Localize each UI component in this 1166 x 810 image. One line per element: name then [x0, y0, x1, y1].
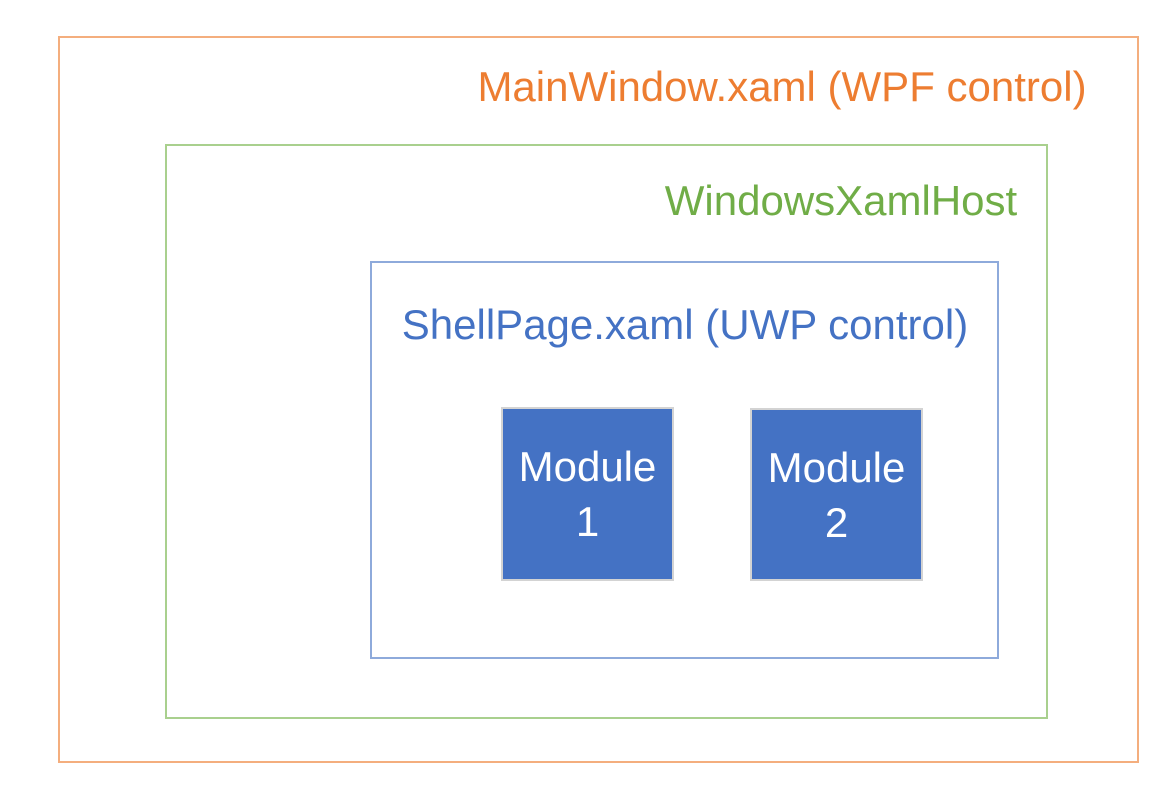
module-2-box: Module 2	[750, 408, 923, 581]
module-1-name: Module	[518, 443, 657, 490]
module-1-box: Module 1	[501, 407, 674, 581]
module-1-number: 1	[575, 498, 600, 545]
module-2-name: Module	[767, 443, 906, 491]
mainwindow-wpf-box: MainWindow.xaml (WPF control) WindowsXam…	[58, 36, 1139, 763]
shellpage-uwp-label: ShellPage.xaml (UWP control)	[401, 301, 969, 348]
shellpage-uwp-box: ShellPage.xaml (UWP control) Module 1 Mo…	[370, 261, 999, 659]
module-2-number: 2	[824, 498, 849, 546]
windowsxamlhost-label: WindowsXamlHost	[664, 177, 1018, 224]
windowsxamlhost-box: WindowsXamlHost ShellPage.xaml (UWP cont…	[165, 144, 1048, 719]
mainwindow-wpf-label: MainWindow.xaml (WPF control)	[477, 63, 1087, 110]
